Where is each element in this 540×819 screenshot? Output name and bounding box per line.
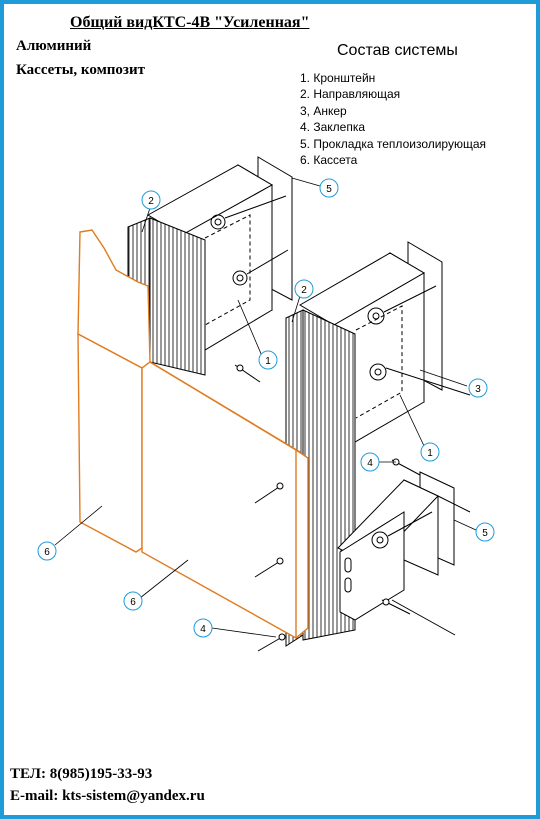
svg-text:4: 4 xyxy=(367,458,373,469)
svg-text:5: 5 xyxy=(482,528,488,539)
callout-6a: 6 xyxy=(37,541,57,561)
composition-item: 1. Кронштейн xyxy=(300,71,376,85)
callout-4b: 4 xyxy=(193,618,213,638)
callout-5a: 5 xyxy=(319,178,339,198)
composition-item: 6. Кассета xyxy=(300,153,358,168)
svg-text:3: 3 xyxy=(475,384,481,395)
rivets xyxy=(234,364,421,652)
callout-6b: 6 xyxy=(123,591,143,611)
svg-text:6: 6 xyxy=(130,597,136,608)
callout-1a: 1 xyxy=(258,350,278,370)
svg-text:5: 5 xyxy=(326,184,332,195)
svg-text:6: 6 xyxy=(44,547,50,558)
contact-email: E-mail: kts-sistem@yandex.ru xyxy=(10,788,205,804)
svg-text:2: 2 xyxy=(301,285,307,296)
callout-3: 3 xyxy=(468,378,488,398)
bracket-right-middle xyxy=(299,241,471,443)
svg-text:1: 1 xyxy=(265,356,271,367)
svg-text:4: 4 xyxy=(200,624,206,635)
system-type-label: Кассеты, композит xyxy=(16,62,145,78)
cassette-panels xyxy=(77,229,309,639)
contact-phone: ТЕЛ: 8(985)195-33-93 xyxy=(10,766,153,782)
callout-2b: 2 xyxy=(294,279,314,299)
callout-4a: 4 xyxy=(360,452,380,472)
composition-item: 4. Заклепка xyxy=(300,120,366,135)
callout-1b: 1 xyxy=(420,442,440,462)
svg-text:2: 2 xyxy=(148,196,154,207)
bracket-lower-right xyxy=(337,471,471,636)
callout-leaders xyxy=(54,177,477,638)
composition-list: 1. Кронштейн 2. Направляющая 3, Анкер 4.… xyxy=(300,70,486,168)
callout-2a: 2 xyxy=(141,190,161,210)
composition-item: 5. Прокладка теплоизолирующая xyxy=(300,136,487,151)
page-title: Общий видКТС-4В "Усиленная" xyxy=(70,14,310,31)
composition-item: 2. Направляющая xyxy=(300,87,401,102)
callout-5b: 5 xyxy=(475,522,495,542)
material-label: Алюминий xyxy=(16,38,92,54)
composition-item: 3, Анкер xyxy=(300,103,347,118)
svg-text:1: 1 xyxy=(427,448,433,459)
composition-title: Состав системы xyxy=(337,42,458,59)
callouts: 1 1 2 2 3 4 4 5 5 6 6 xyxy=(37,178,495,638)
